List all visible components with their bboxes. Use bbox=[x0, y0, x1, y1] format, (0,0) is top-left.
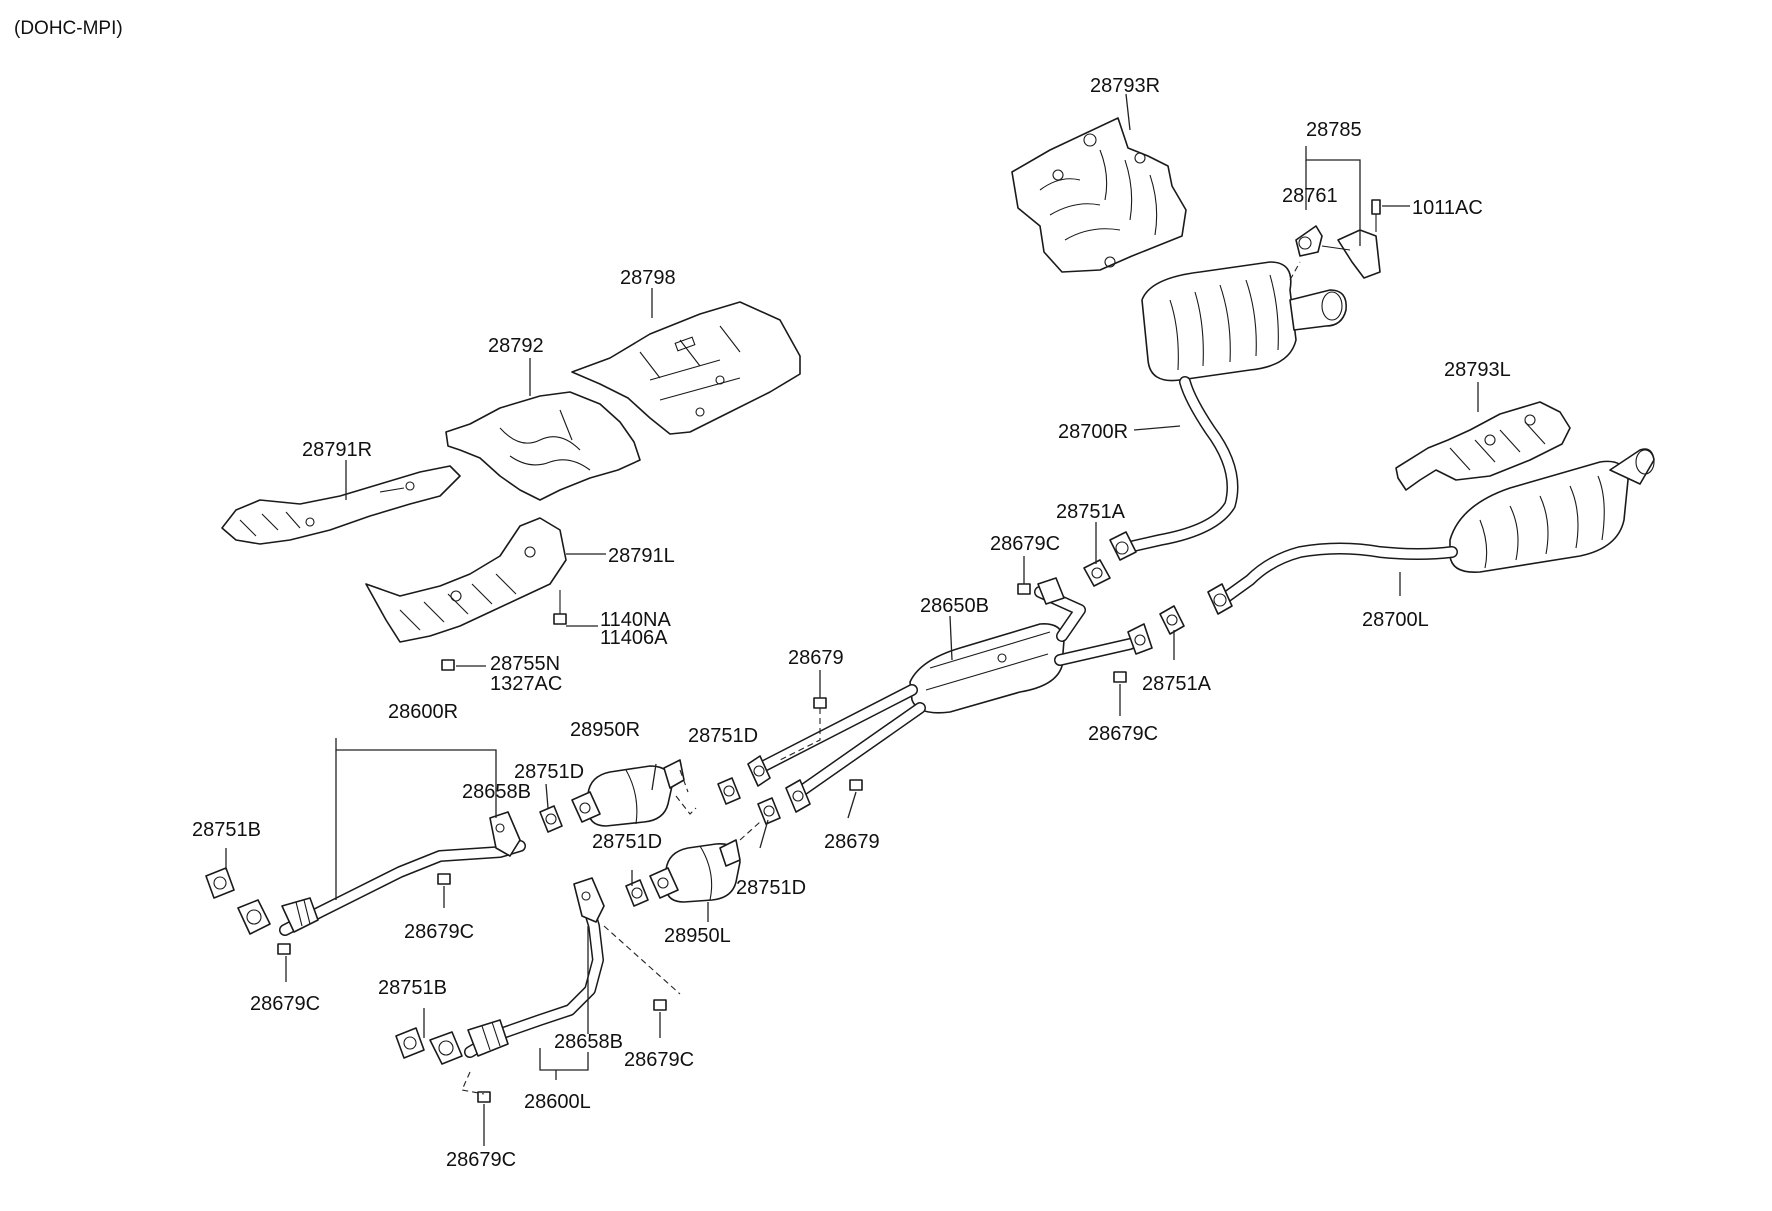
label-28755n: 28755N bbox=[490, 653, 560, 675]
label-1140na: 1140NA bbox=[600, 609, 671, 631]
label-28658b-low: 28658B bbox=[554, 1031, 623, 1053]
label-28792: 28792 bbox=[488, 335, 544, 357]
engine-type-label: (DOHC-MPI) bbox=[14, 18, 123, 39]
label-11406a: 11406A bbox=[600, 627, 668, 649]
label-28600r: 28600R bbox=[388, 701, 458, 723]
label-28761: 28761 bbox=[1282, 185, 1338, 207]
rear-muffler-28700r bbox=[1109, 261, 1347, 561]
front-pipe-28600l bbox=[429, 877, 605, 1065]
label-28785: 28785 bbox=[1306, 119, 1362, 141]
front-pipe-28600r bbox=[237, 811, 526, 936]
nut-28679c-left-mid bbox=[437, 873, 451, 885]
label-28600l: 28600L bbox=[524, 1091, 591, 1113]
nut-28679c-low-right bbox=[653, 999, 667, 1011]
label-28751d-b: 28751D bbox=[688, 725, 758, 747]
label-28751d-d: 28751D bbox=[736, 877, 806, 899]
heat-shield-28793l bbox=[1395, 401, 1571, 491]
main-muffler-28700l bbox=[1207, 448, 1655, 615]
gasket-28751d-c bbox=[625, 879, 649, 907]
label-28791l: 28791L bbox=[608, 545, 675, 567]
label-28751d-a: 28751D bbox=[514, 761, 584, 783]
heat-shield-28792 bbox=[445, 391, 641, 501]
nut-28755n bbox=[441, 659, 455, 671]
gasket-28751d-b bbox=[717, 777, 741, 805]
label-28679-top: 28679 bbox=[788, 647, 844, 669]
gasket-28751a-right bbox=[1159, 605, 1185, 635]
hanger-bracket-28785 bbox=[1295, 199, 1381, 279]
nut-28679-right bbox=[849, 779, 863, 791]
label-28679-right: 28679 bbox=[824, 831, 880, 853]
label-28950l: 28950L bbox=[664, 925, 731, 947]
nut-28679-top bbox=[813, 697, 827, 709]
leader-lines bbox=[225, 93, 1479, 1146]
label-28751b-top: 28751B bbox=[192, 819, 261, 841]
label-28679c-low-right: 28679C bbox=[624, 1049, 694, 1071]
label-28793l: 28793L bbox=[1444, 359, 1511, 381]
center-muffler-28650b bbox=[747, 577, 1153, 813]
label-28950r: 28950R bbox=[570, 719, 640, 741]
label-28700l: 28700L bbox=[1362, 609, 1429, 631]
label-1011ac: 1011AC bbox=[1412, 197, 1483, 219]
nut-28679c-top bbox=[1017, 583, 1031, 595]
label-28679c-left-mid: 28679C bbox=[404, 921, 474, 943]
label-28791r: 28791R bbox=[302, 439, 372, 461]
label-28679c-left-low: 28679C bbox=[250, 993, 320, 1015]
heat-shield-28798 bbox=[571, 301, 801, 435]
catalytic-converter-28950r bbox=[571, 759, 689, 827]
label-28751a-right: 28751A bbox=[1142, 673, 1212, 695]
gasket-28751d-d bbox=[757, 797, 781, 825]
heat-shield-28791r bbox=[221, 465, 461, 545]
label-28658b-top: 28658B bbox=[462, 781, 531, 803]
bolt-1140na bbox=[553, 590, 567, 625]
label-28650b: 28650B bbox=[920, 595, 989, 617]
label-28679c-mid: 28679C bbox=[1088, 723, 1158, 745]
gasket-28751a-top bbox=[1083, 559, 1111, 587]
heat-shield-28793r bbox=[1011, 117, 1187, 273]
part-labels: 28793R 28785 28761 1011AC 28798 28792 28… bbox=[192, 75, 1511, 1171]
label-28751a-top: 28751A bbox=[1056, 501, 1126, 523]
label-28751d-c: 28751D bbox=[592, 831, 662, 853]
nut-28679c-mid bbox=[1113, 671, 1127, 683]
label-28798: 28798 bbox=[620, 267, 676, 289]
nut-28679c-bottom bbox=[477, 1091, 491, 1103]
nut-28679c-left-low bbox=[277, 943, 291, 955]
gasket-28751b-low bbox=[395, 1027, 425, 1059]
catalytic-converter-28950l bbox=[649, 839, 741, 903]
gasket-28751d-a bbox=[539, 805, 563, 833]
gasket-28751b-top bbox=[205, 867, 235, 899]
label-28751b-low: 28751B bbox=[378, 977, 447, 999]
label-28793r: 28793R bbox=[1090, 75, 1160, 97]
label-28700r: 28700R bbox=[1058, 421, 1128, 443]
label-28679c-top: 28679C bbox=[990, 533, 1060, 555]
label-1327ac: 1327AC bbox=[490, 673, 562, 695]
heat-shield-28791l bbox=[365, 517, 567, 643]
label-28679c-bottom: 28679C bbox=[446, 1149, 516, 1171]
